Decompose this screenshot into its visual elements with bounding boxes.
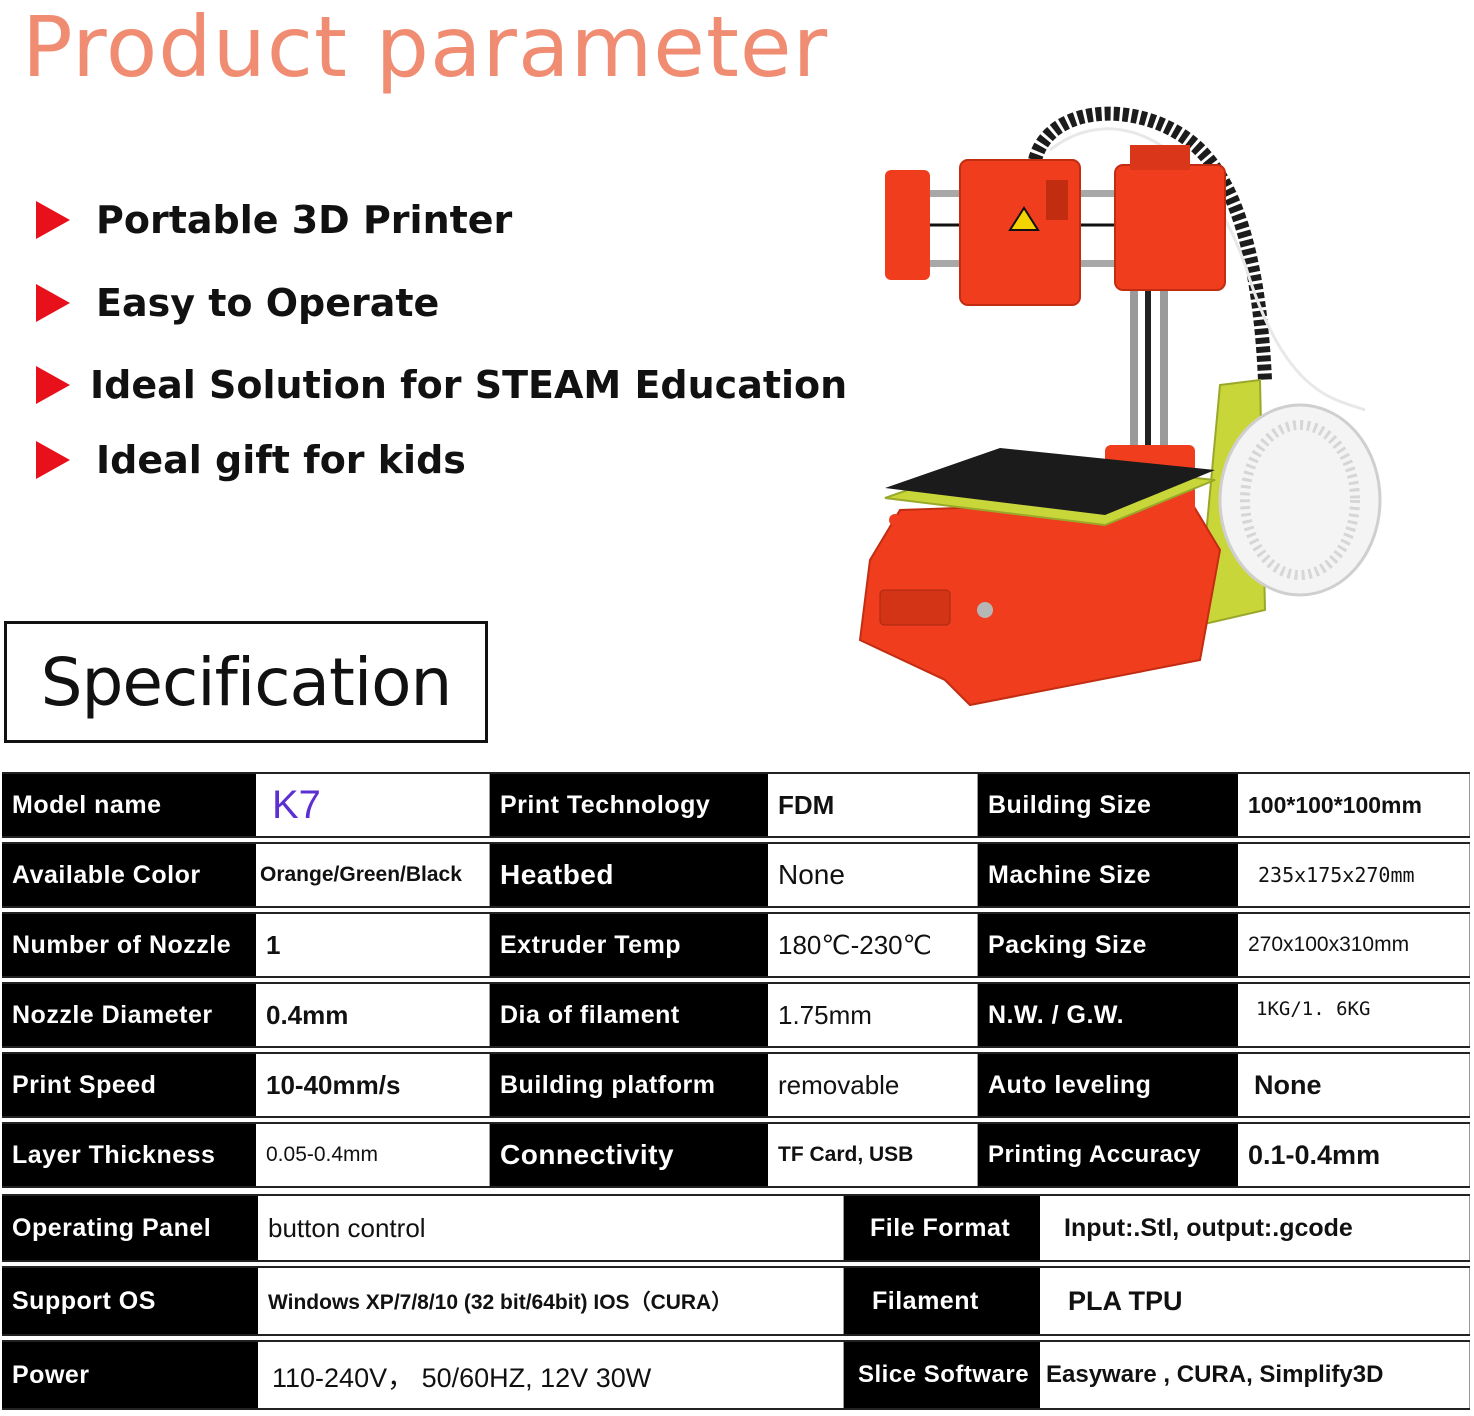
table-row: Operating Panel button control File Form… (2, 1194, 1470, 1262)
table-row: Model name K7 Print Technology FDM Build… (2, 772, 1470, 838)
control-panel (879, 589, 951, 626)
spec-label: Auto leveling (978, 1054, 1238, 1116)
spec-label: Model name (2, 774, 256, 836)
spec-label: Nozzle Diameter (2, 984, 256, 1046)
spec-value: 1.75mm (768, 984, 978, 1046)
spec-label: Heatbed (490, 844, 768, 906)
printer-image (858, 106, 1382, 707)
red-triangle-bullet-icon (36, 201, 70, 239)
button-icon (977, 602, 993, 618)
z-rod (1160, 290, 1168, 480)
spec-label: Building Size (978, 774, 1238, 836)
spec-label: Print Speed (2, 1054, 256, 1116)
spec-value: None (768, 844, 978, 906)
table-row: Print Speed 10-40mm/s Building platform … (2, 1052, 1470, 1118)
filament-line (1049, 127, 1366, 412)
spec-label: Available Color (2, 844, 256, 906)
spec-value: Easyware , CURA, Simplify3D (1040, 1342, 1470, 1408)
table-row: Available Color Orange/Green/Black Heatb… (2, 842, 1470, 908)
cable-chain (1028, 106, 1272, 381)
table-row: Support OS Windows XP/7/8/10 (32 bit/64b… (2, 1266, 1470, 1336)
feature-item: Easy to Operate (36, 273, 439, 333)
spec-label: Support OS (2, 1268, 258, 1334)
spec-label: Connectivity (490, 1124, 768, 1186)
spec-value: 0.05-0.4mm (256, 1124, 490, 1186)
spec-label: Slice Software (844, 1342, 1040, 1408)
spec-label: Building platform (490, 1054, 768, 1116)
spec-label: File Format (844, 1196, 1040, 1260)
spec-label: Filament (844, 1268, 1040, 1334)
spec-value: TF Card, USB (768, 1124, 978, 1186)
table-row: Power 110-240V， 50/60HZ, 12V 30W Slice S… (2, 1340, 1470, 1410)
spec-value: 0.4mm (256, 984, 490, 1046)
spec-value: 1KG/1. 6KG (1238, 984, 1470, 1046)
table-row: Number of Nozzle 1 Extruder Temp 180℃-23… (2, 912, 1470, 978)
spec-value: Orange/Green/Black (256, 844, 490, 906)
x-axis-end-block (885, 170, 930, 280)
feature-text: Portable 3D Printer (96, 198, 513, 242)
spec-label: Printing Accuracy (978, 1124, 1238, 1186)
spec-label: Power (2, 1342, 258, 1408)
spec-value: Windows XP/7/8/10 (32 bit/64bit) IOS（CUR… (258, 1268, 844, 1334)
spec-label: Number of Nozzle (2, 914, 256, 976)
spec-value: 270x100x310mm (1238, 914, 1470, 976)
specification-heading: Specification (40, 643, 453, 721)
spec-value: K7 (256, 774, 490, 836)
spec-label: N.W. / G.W. (978, 984, 1238, 1046)
warning-icon (1008, 206, 1040, 231)
spec-value: Input:.Stl, output:.gcode (1040, 1196, 1470, 1260)
spec-value: 1 (256, 914, 490, 976)
specification-heading-box: Specification (4, 621, 488, 743)
spec-value: button control (258, 1196, 844, 1260)
feature-text: Ideal gift for kids (96, 438, 466, 482)
spec-value: PLA TPU (1040, 1268, 1470, 1334)
spec-label: Packing Size (978, 914, 1238, 976)
spec-label: Extruder Temp (490, 914, 768, 976)
spec-value: 0.1-0.4mm (1238, 1124, 1470, 1186)
spec-value: removable (768, 1054, 978, 1116)
spec-value: 180℃-230℃ (768, 914, 978, 976)
feature-item: Ideal gift for kids (36, 430, 466, 490)
build-plate (885, 448, 1215, 515)
feature-item: Portable 3D Printer (36, 190, 512, 250)
z-motor-block (1114, 164, 1226, 291)
z-rod (1130, 290, 1138, 480)
spec-value: 10-40mm/s (256, 1054, 490, 1116)
feature-text: Easy to Operate (96, 281, 440, 325)
spec-value: None (1238, 1054, 1470, 1116)
page-title: Product parameter (22, 0, 829, 96)
spec-value: 100*100*100mm (1238, 774, 1470, 836)
feature-item: Ideal Solution for STEAM Education (36, 355, 847, 415)
red-triangle-bullet-icon (36, 441, 70, 479)
spec-value: 110-240V， 50/60HZ, 12V 30W (258, 1342, 844, 1408)
spec-label: Print Technology (490, 774, 768, 836)
red-triangle-bullet-icon (36, 284, 70, 322)
red-triangle-bullet-icon (36, 366, 70, 404)
spec-value: 235x175x270mm (1238, 844, 1470, 906)
spec-label: Layer Thickness (2, 1124, 256, 1186)
spec-label: Operating Panel (2, 1196, 258, 1260)
feature-text: Ideal Solution for STEAM Education (90, 363, 848, 407)
table-row: Layer Thickness 0.05-0.4mm Connectivity … (2, 1122, 1470, 1188)
spec-label: Machine Size (978, 844, 1238, 906)
spec-value: FDM (768, 774, 978, 836)
table-row: Nozzle Diameter 0.4mm Dia of filament 1.… (2, 982, 1470, 1048)
spec-label: Dia of filament (490, 984, 768, 1046)
